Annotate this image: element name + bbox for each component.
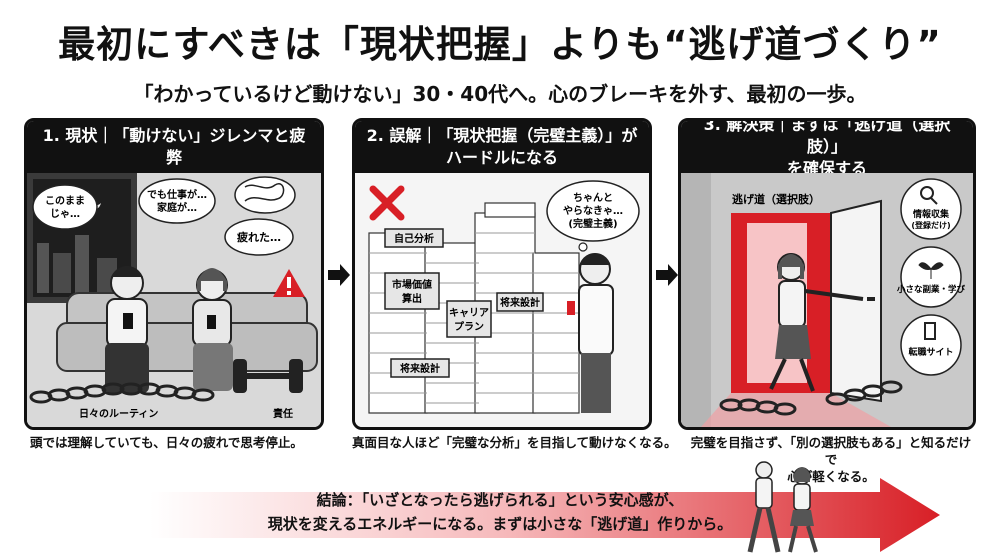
panel-current-state: 1. 現状｜「動けない」ジレンマと疲弊: [24, 118, 324, 430]
label-career-plan: プラン: [454, 320, 484, 333]
panel-3-illustration: 逃げ道（選択肢） 情報収集 (登録だけ: [681, 173, 973, 427]
panel-3-header-line1: 3. 解決策｜まずは「逃げ道（選択肢）」: [703, 118, 951, 156]
bubble-text: 疲れた…: [237, 230, 281, 244]
panel-1-header: 1. 現状｜「動けない」ジレンマと疲弊: [27, 121, 321, 173]
label-future-design: 将来設計: [500, 296, 540, 309]
conclusion-text: 結論：「いざとなったら逃げられる」という安心感が、 現状を変えるエネルギーになる…: [150, 488, 850, 536]
conclusion-line2: 現状を変えるエネルギーになる。まずは小さな「逃げ道」作りから。: [267, 515, 733, 533]
option-label: 小さな副業・学び: [896, 284, 966, 295]
bubble-text: でも仕事が…: [147, 188, 207, 201]
panel-2-header-line1: 2. 誤解｜「現状把握（完璧主義）」が: [366, 126, 638, 145]
label-daily-routine: 日々のルーティン: [79, 408, 158, 420]
bubble-text: やらなきゃ…: [563, 205, 623, 217]
panel-2-caption: 真面目な人ほど「完璧な分析」を目指して動けなくなる。: [352, 435, 677, 450]
bubble-text: このまま: [45, 195, 85, 207]
label-escape-route: 逃げ道（選択肢）: [732, 192, 820, 206]
page-subtitle: 「わかっているけど動けない」30・40代へ。心のブレーキを外す、最初の一歩。: [133, 82, 867, 106]
panel-3-caption: 完璧を目指さず、「別の選択肢もある」と知るだけで 心が軽くなる。: [686, 434, 976, 485]
option-label: (登録だけ): [911, 220, 950, 230]
panel-2-header: 2. 誤解｜「現状把握（完璧主義）」が ハードルになる: [355, 121, 649, 173]
panel-3-header: 3. 解決策｜まずは「逃げ道（選択肢）」 を確保する: [681, 118, 973, 178]
label-market-value: 算出: [401, 292, 422, 305]
label-self-analysis: 自己分析: [394, 232, 434, 245]
bubble-text: ちゃんと: [573, 192, 613, 204]
bubble-text: じゃ…: [50, 208, 80, 220]
panel-1-caption: 頭では理解していても、日々の疲れで思考停止。: [30, 435, 303, 450]
page-title: 最初にすべきは「現状把握」よりも“逃げ道づくり”: [58, 23, 942, 66]
label-future-design: 将来設計: [400, 362, 440, 375]
conclusion-banner: 結論：「いざとなったら逃げられる」という安心感が、 現状を変えるエネルギーになる…: [150, 478, 940, 552]
panel-misconception: 2. 誤解｜「現状把握（完璧主義）」が ハードルになる: [352, 118, 652, 430]
panel-1-illustration: このまま じゃ… でも仕事が… 家庭が… 疲れた… 日々のルーティン 責任: [27, 173, 321, 427]
panel-2-illustration: 自己分析 市場価値 算出 キャリア プラン 将来設計 将来設計 ちゃんと やらな…: [355, 173, 649, 427]
bubble-text: (完璧主義): [568, 217, 617, 230]
panel-solution: 3. 解決策｜まずは「逃げ道（選択肢）」 を確保する 逃げ道（選択肢）: [678, 118, 976, 430]
option-label: 転職サイト: [908, 346, 953, 358]
label-market-value: 市場価値: [392, 278, 432, 291]
bubble-text: 家庭が…: [157, 201, 197, 214]
walking-couple-illustration: [730, 460, 840, 555]
panel-3-caption-line1: 完璧を目指さず、「別の選択肢もある」と知るだけで: [690, 435, 972, 467]
label-career-plan: キャリア: [449, 307, 489, 319]
arrow-right-icon: [326, 262, 352, 288]
arrow-right-icon: [654, 262, 680, 288]
conclusion-line1: 結論：「いざとなったら逃げられる」という安心感が、: [316, 491, 684, 509]
panel-2-header-line2: ハードルになる: [445, 148, 558, 167]
option-label: 情報収集: [912, 208, 950, 220]
label-responsibility: 責任: [273, 407, 293, 420]
